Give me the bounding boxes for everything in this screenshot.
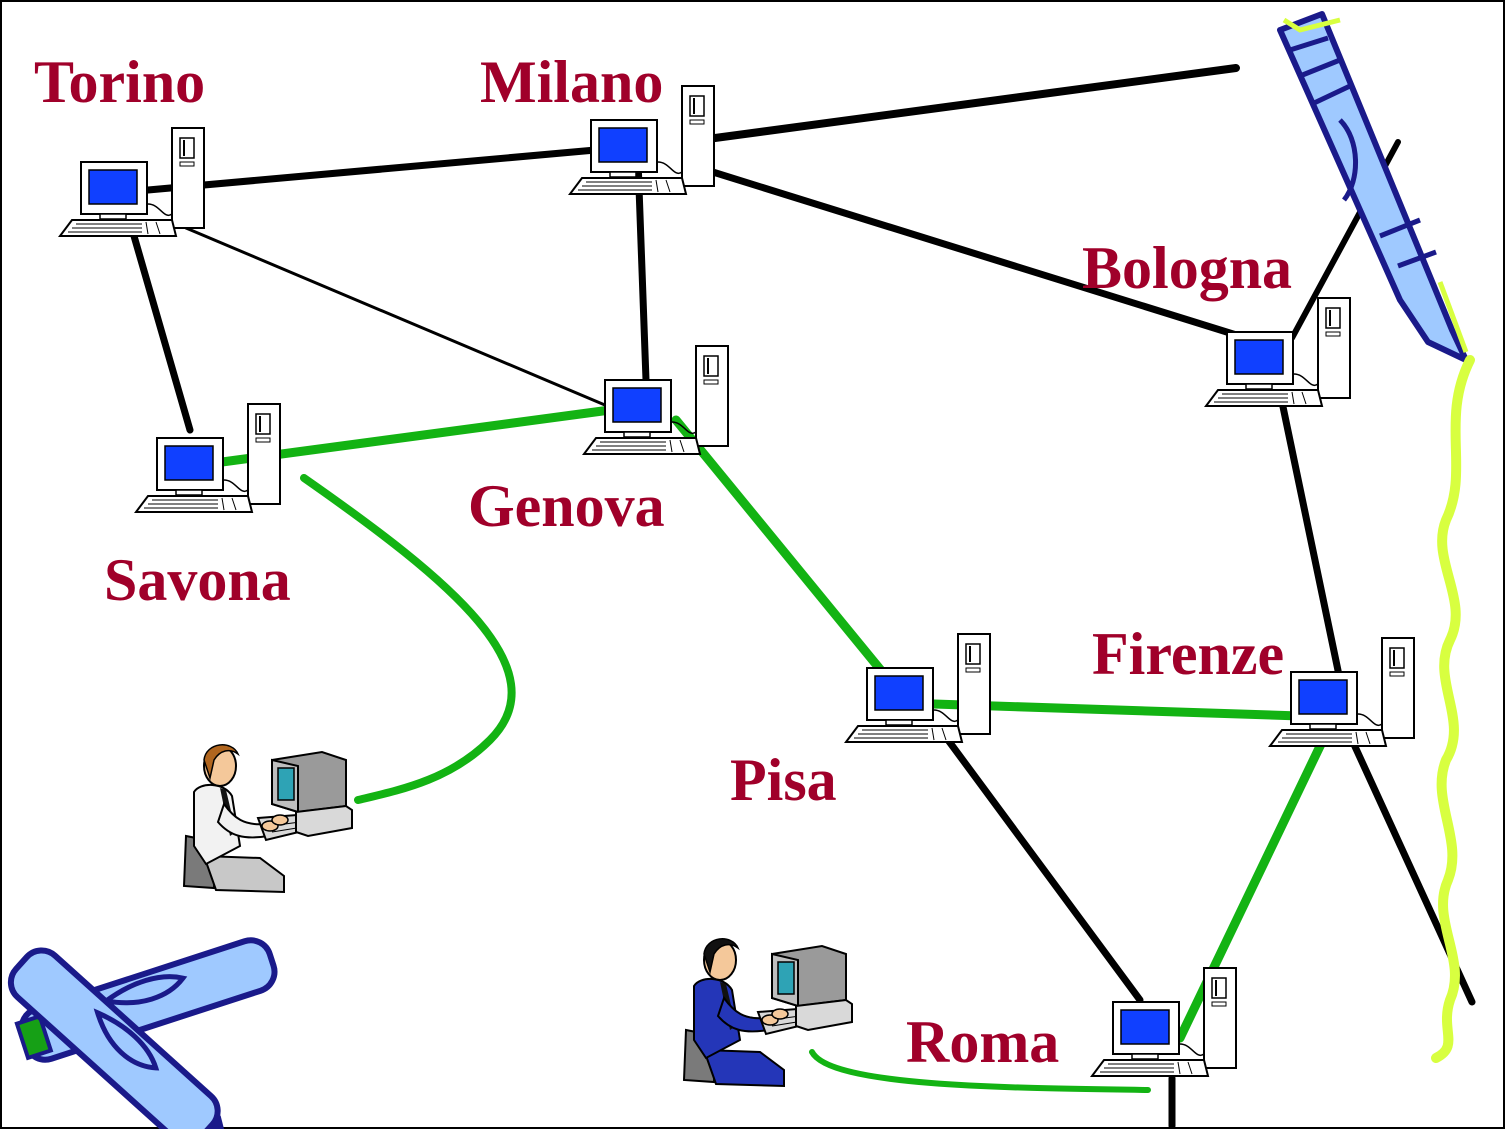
desktop-computer-icon <box>1091 967 1237 1077</box>
host-torino <box>59 127 205 237</box>
pens-icon <box>7 937 278 1129</box>
link-genova-pisa <box>671 415 889 679</box>
link-torino-savona <box>130 232 194 434</box>
city-label-bologna: Bologna <box>1082 235 1292 301</box>
city-label-genova: Genova <box>468 473 665 539</box>
squiggle-decoration <box>1431 355 1475 1063</box>
link-bologna-firenze <box>1278 398 1344 684</box>
links-layer <box>130 142 1344 1043</box>
link-user-savona <box>300 474 516 804</box>
city-label-milano: Milano <box>480 49 663 115</box>
person-at-computer-icon <box>182 744 353 894</box>
link-savona-genova <box>217 405 615 467</box>
link-pisa-firenze <box>929 699 1305 721</box>
person-at-computer-icon <box>682 938 853 1088</box>
host-firenze <box>1269 637 1415 747</box>
city-label-savona: Savona <box>104 547 291 613</box>
city-label-firenze: Firenze <box>1092 621 1284 687</box>
host-roma <box>1091 967 1237 1077</box>
host-savona <box>135 403 281 513</box>
labels-layer: Torino Milano Bologna Genova Savona Fire… <box>34 49 1292 1075</box>
link-milano-bologna <box>696 164 1250 342</box>
city-label-torino: Torino <box>34 49 205 115</box>
desktop-computer-icon <box>583 345 729 455</box>
link-user-roma <box>809 1049 1151 1093</box>
host-bologna <box>1205 297 1351 407</box>
link-firenze-roma <box>1175 737 1327 1043</box>
desktop-computer-icon <box>1205 297 1351 407</box>
city-label-pisa: Pisa <box>730 747 837 813</box>
desktop-computer-icon <box>59 127 205 237</box>
link-milano-genova <box>634 156 650 384</box>
desktop-computer-icon <box>135 403 281 513</box>
user-savona <box>182 744 353 894</box>
link-torino-genova <box>184 226 614 410</box>
link-pisa-roma <box>944 736 1144 1004</box>
desktop-computer-icon <box>1269 637 1415 747</box>
user-roma <box>682 938 853 1088</box>
link-torino-milano <box>144 142 644 194</box>
host-genova <box>583 345 729 455</box>
link-milano-offpage <box>696 64 1240 144</box>
city-label-roma: Roma <box>906 1009 1059 1075</box>
